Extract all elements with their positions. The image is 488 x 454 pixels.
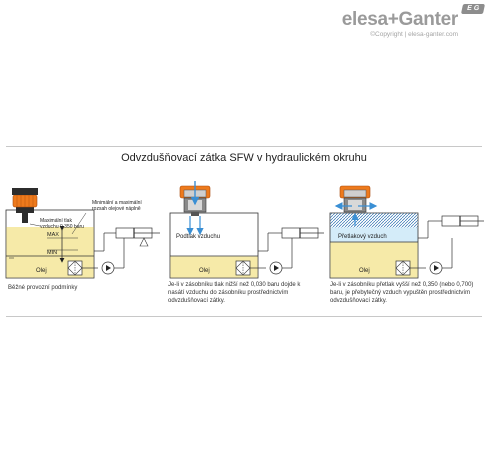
panel-2-vacuum: Podtlak vzduchu Olej: [169, 181, 324, 279]
max-label: MAX: [47, 232, 59, 238]
caption-3: Je-li v zásobníku přetlak vyšší než 0,35…: [330, 282, 474, 304]
brand-logo[interactable]: elesa+Ganter: [341, 9, 459, 30]
diagram-title: Odvzdušňovací zátka SFW v hydraulickém o…: [121, 152, 367, 164]
oil-label-2: Olej: [199, 268, 210, 274]
caption-2: Je-li v zásobníku tlak nižší než 0,030 b…: [168, 282, 301, 304]
copyright-text: ©Copyright | elesa-ganter.com: [370, 31, 458, 38]
oil-label-3: Olej: [359, 268, 370, 274]
cap-1-stem: [22, 213, 28, 223]
panel-3-overpressure: Přetlakový vzduch Olej: [329, 185, 484, 279]
caption-1: Běžné provozní podmínky: [8, 285, 78, 291]
cap-1-base: [16, 207, 34, 213]
brand-badge: E G: [460, 4, 486, 14]
overpressure-label: Přetlakový vzduch: [338, 234, 387, 240]
vacuum-label: Podtlak vzduchu: [176, 234, 220, 240]
brand-block: elesa+Ganter ©Copyright | elesa-ganter.c…: [341, 9, 459, 39]
top-divider: [6, 146, 482, 147]
min-label: MIN: [47, 250, 57, 256]
air-hatch-3: [330, 213, 418, 228]
bottom-divider: [6, 316, 482, 317]
oil-label-1: Olej: [36, 268, 47, 274]
cap-1-top: [12, 188, 38, 195]
